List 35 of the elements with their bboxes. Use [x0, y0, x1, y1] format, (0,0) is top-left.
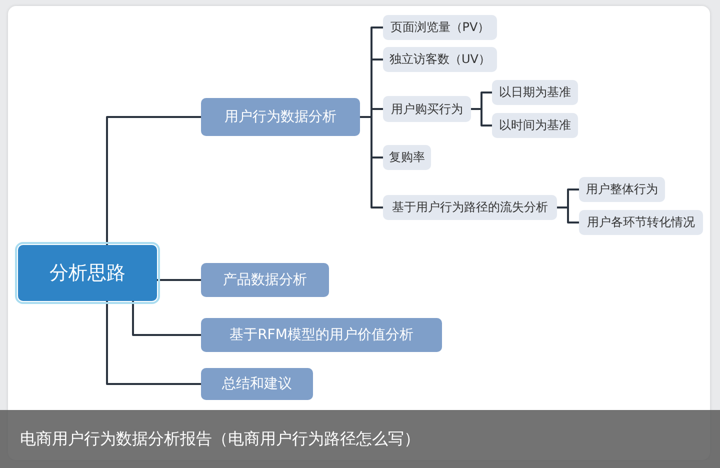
topic-label: 以日期为基准 [499, 84, 571, 101]
subtopic [492, 80, 578, 105]
connector-line [106, 116, 201, 245]
connector-line [132, 301, 201, 336]
topic-label: 用户整体行为 [586, 181, 658, 198]
topic-label: 用户购买行为 [391, 100, 463, 118]
subtopic [492, 113, 578, 138]
topic-label: 独立访客数（UV） [390, 51, 490, 68]
topic-label: 以时间为基准 [499, 117, 571, 134]
connector-line [557, 206, 579, 224]
subtopic [383, 195, 557, 220]
topic-label: 页面浏览量（PV） [390, 19, 490, 36]
topic-label: 分析思路 [50, 261, 126, 286]
topic-label: 产品数据分析 [223, 271, 307, 289]
subtopic [383, 15, 497, 40]
topic-label: 总结和建议 [222, 375, 292, 393]
caption: 电商用户行为数据分析报告（电商用户行为路径怎么写） [0, 410, 720, 468]
subtopic [383, 47, 497, 72]
subtopic [383, 145, 431, 170]
main-topic [201, 98, 360, 136]
subtopic [383, 96, 471, 122]
main-topic [201, 368, 313, 400]
topic-label: 用户行为数据分析 [224, 108, 336, 126]
topic-label: 复购率 [389, 149, 425, 166]
root-topic [18, 245, 157, 301]
main-topic [201, 318, 442, 352]
topic-label: 用户各环节转化情况 [587, 214, 695, 231]
topic-label: 基于用户行为路径的流失分析 [392, 199, 548, 216]
connector-line [471, 108, 492, 126]
connector-line [157, 279, 201, 281]
connector-line [106, 301, 201, 385]
main-topic [201, 263, 329, 297]
subtopic [579, 210, 703, 235]
subtopic [579, 177, 665, 202]
topic-label: 基于RFM模型的用户价值分析 [230, 326, 414, 344]
